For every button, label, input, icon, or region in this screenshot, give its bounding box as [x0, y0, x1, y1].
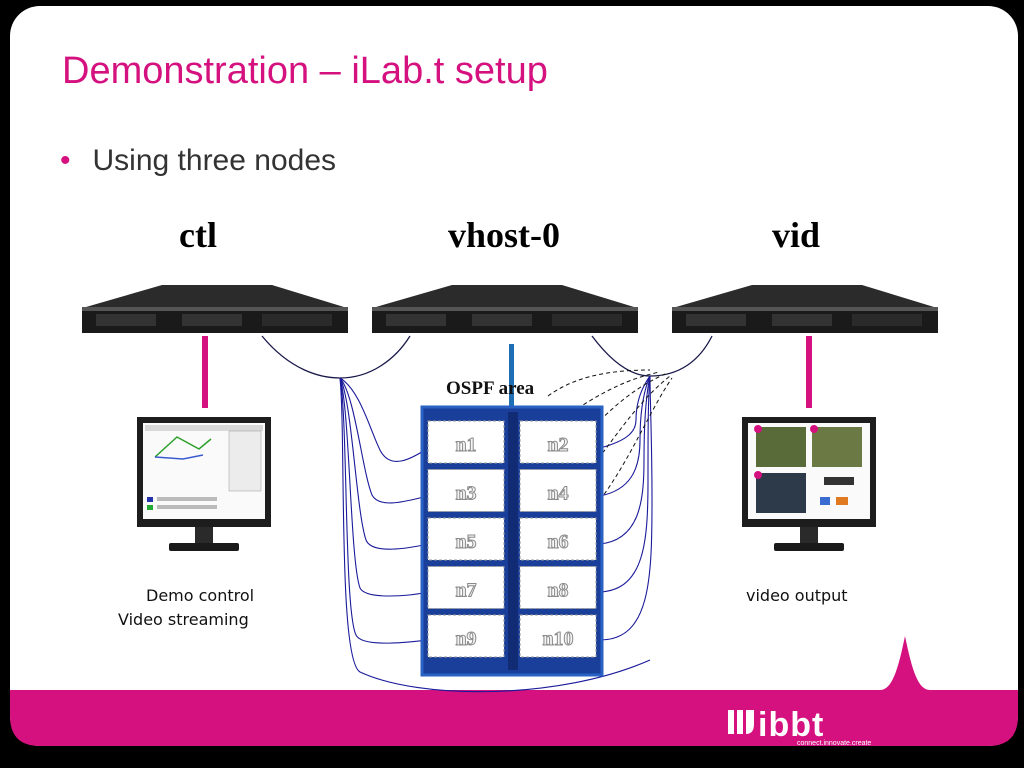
ospf-node-n4 — [519, 469, 597, 512]
ospf-node-n2 — [519, 420, 597, 464]
server-ctl — [82, 285, 348, 333]
ospf-node-label: n5 — [455, 531, 476, 553]
server-label-vhost: vhost-0 — [447, 215, 560, 255]
ospf-node-label: n9 — [455, 628, 476, 650]
bullet-item: • Using three nodes — [60, 144, 336, 178]
server-vhost — [372, 285, 638, 333]
ospf-node-n9 — [427, 614, 505, 658]
ospf-node-label: n2 — [547, 434, 568, 456]
ospf-node-n1 — [427, 420, 505, 464]
ctl-monitor-link — [202, 336, 208, 408]
ibbt-logo — [728, 710, 754, 734]
ospf-node-n3 — [427, 469, 505, 512]
monitor-vid — [742, 417, 876, 551]
ospf-node-label: n3 — [455, 483, 476, 505]
ospf-area-label: OSPF area — [446, 378, 535, 399]
ctl-caption-line2: Video streaming — [118, 610, 249, 629]
cables-right — [599, 375, 653, 641]
server-label-ctl: ctl — [179, 215, 217, 255]
cable-vhost-vid — [591, 335, 713, 377]
ctl-caption-line1: Demo control — [146, 586, 255, 605]
ospf-node-label: n4 — [547, 483, 568, 505]
server-vid — [672, 285, 938, 333]
footer-tagline: connect.innovate.create — [797, 740, 872, 747]
server-label-vid: vid — [771, 215, 821, 255]
ospf-node-n5 — [427, 517, 505, 561]
ospf-node-label: n7 — [455, 580, 476, 602]
slide-title: Demonstration – iLab.t setup — [62, 50, 548, 92]
ospf-node-n7 — [427, 566, 505, 609]
ospf-node-label: n10 — [542, 628, 573, 650]
bullet-dot: • — [60, 144, 71, 177]
ospf-node-label: n6 — [547, 531, 568, 553]
ospf-node-label: n1 — [455, 434, 476, 456]
bullet-text: Using three nodes — [92, 144, 337, 177]
ospf-node-label: n8 — [547, 580, 568, 602]
ospf-node-n8 — [519, 566, 597, 609]
vid-caption: video output — [746, 586, 848, 605]
vid-monitor-link — [806, 336, 812, 408]
footer-brand: ibbt — [758, 706, 825, 744]
cables-left — [339, 377, 651, 693]
vhost-ospf-link — [509, 344, 514, 408]
ospf-node-grid: n1 n2 n3 n4 n5 n6 n7 n8 n9 n10 — [427, 420, 597, 658]
ospf-node-n10 — [519, 614, 597, 658]
ospf-node-n6 — [519, 517, 597, 561]
monitor-ctl — [137, 417, 271, 551]
